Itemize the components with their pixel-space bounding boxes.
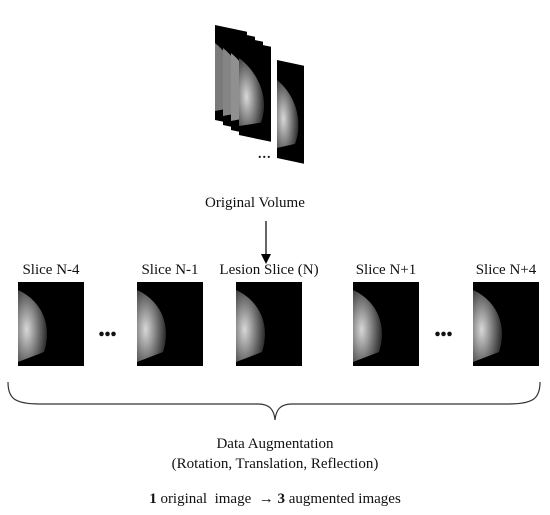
original-count: 1 <box>149 491 157 507</box>
slice-label-n-minus-4: Slice N-4 <box>22 262 80 278</box>
volume-label: Original Volume <box>205 195 305 211</box>
augmented-text: augmented images <box>285 491 401 507</box>
slice-label-lesion: Lesion Slice (N) <box>219 262 319 278</box>
augmented-count: 3 <box>277 491 286 507</box>
slice-label-n-plus-1: Slice N+1 <box>355 262 417 278</box>
volume-stack <box>215 24 304 164</box>
augmentation-methods: (Rotation, Translation, Reflection) <box>171 456 379 472</box>
stack-ellipsis: ... <box>258 147 272 162</box>
result-line: 1 original image → 3 augmented images <box>0 490 550 508</box>
slice-label-n-minus-1: Slice N-1 <box>141 262 199 278</box>
curly-brace <box>7 381 541 421</box>
down-arrow <box>261 221 271 264</box>
gap-ellipsis-right: ... <box>434 312 453 343</box>
augmentation-title: Data Augmentation <box>216 436 334 452</box>
slice-thumbnails <box>18 282 539 366</box>
slice-label-n-plus-4: Slice N+4 <box>475 262 537 278</box>
gap-ellipsis-left: ... <box>98 312 117 343</box>
original-text: original image → <box>156 491 278 507</box>
